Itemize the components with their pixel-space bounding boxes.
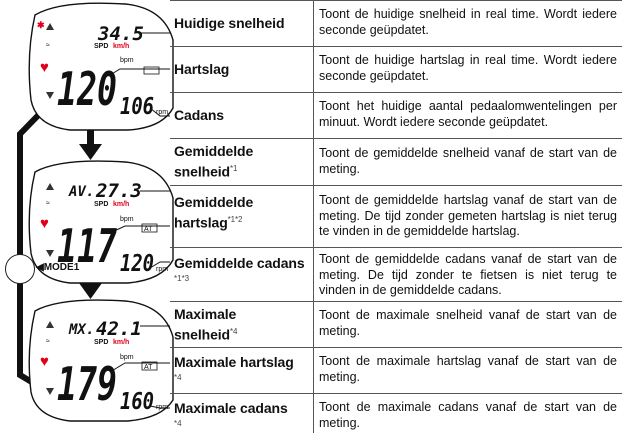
desc-hartslag: Toont de huidige hartslag in real time. … xyxy=(319,53,617,83)
heart-icon: ♥ xyxy=(40,215,49,232)
label-maximale-hartslag: Maximale hartslag xyxy=(174,354,294,370)
heart-icon: ♥ xyxy=(40,353,49,370)
desc-maximale-snelheid: Toont de maximale snelheid vanaf de star… xyxy=(319,308,617,338)
desc-gemiddelde-snelheid: Toont de gemiddelde snelheid vanaf de st… xyxy=(319,146,617,176)
note-maximale-cadans: *4 xyxy=(174,419,182,428)
heart-rate-value-1: 120 xyxy=(57,62,117,116)
cadence-value-1: 106 xyxy=(120,94,154,120)
desc-huidige-snelheid: Toont de huidige snelheid in real time. … xyxy=(319,7,617,37)
heart-rate-value-3: 179 xyxy=(57,357,117,411)
speed-value-3: 42.1 xyxy=(96,318,142,340)
speed-value-2: 27.3 xyxy=(95,180,142,202)
cadence-value-2: 120 xyxy=(120,251,154,277)
desc-gemiddelde-hartslag: Toont de gemiddelde hartslag vanaf de st… xyxy=(319,193,617,238)
mode-button[interactable] xyxy=(5,254,35,284)
label-maximale-cadans: Maximale cadans xyxy=(174,400,288,416)
speed-prefix-2: AV. xyxy=(68,184,94,200)
label-hartslag: Hartslag xyxy=(174,61,230,77)
row-divider xyxy=(170,0,622,1)
speed-value-1: 34.5 xyxy=(97,23,144,45)
row-divider xyxy=(170,46,622,47)
status-tag-2: AT xyxy=(144,226,153,233)
status-tag-3: AT xyxy=(144,364,153,371)
row-divider xyxy=(170,92,622,93)
rpm-label-2: rpm xyxy=(156,266,168,273)
rpm-label-1: rpm xyxy=(156,109,168,116)
bpm-label-1: bpm xyxy=(120,57,134,64)
speed-unit-3: km/h xyxy=(113,339,129,346)
desc-maximale-hartslag: Toont de maximale hartslag vanaf de star… xyxy=(319,354,617,384)
display-average: ≈ ♥ AV. 27.3 SPD km/h bpm 117 AT 120 rpm xyxy=(28,160,174,284)
spd-label-2: SPD xyxy=(94,201,108,208)
cadence-value-3: 160 xyxy=(120,389,154,415)
row-divider xyxy=(170,347,622,348)
bpm-label-3: bpm xyxy=(120,354,134,361)
note-gemiddelde-cadans: *1*3 xyxy=(174,274,190,283)
svg-text:≈: ≈ xyxy=(46,338,50,345)
speed-unit-2: km/h xyxy=(113,201,129,208)
svg-text:≈: ≈ xyxy=(46,200,50,207)
speed-prefix-3: MX. xyxy=(68,322,94,338)
display-maximum: ≈ ♥ MX. 42.1 SPD km/h bpm 179 AT 160 rpm xyxy=(28,299,174,422)
label-gemiddelde-cadans: Gemiddelde cadans xyxy=(174,255,305,271)
row-divider xyxy=(170,301,622,302)
heart-rate-value-2: 117 xyxy=(57,219,117,273)
row-divider xyxy=(170,247,622,248)
heart-icon: ♥ xyxy=(40,59,49,76)
speed-unit-1: km/h xyxy=(113,43,129,50)
svg-text:✱: ✱ xyxy=(37,20,45,30)
row-divider xyxy=(170,393,622,394)
bpm-label-2: bpm xyxy=(120,216,134,223)
row-divider xyxy=(170,185,622,186)
desc-gemiddelde-cadans: Toont de gemiddelde cadans vanaf de star… xyxy=(319,252,617,297)
label-cadans: Cadans xyxy=(174,107,224,123)
mode-button-label: ◀MODE1 xyxy=(36,262,80,273)
desc-maximale-cadans: Toont de maximale cadans vanaf de start … xyxy=(319,400,617,430)
label-huidige-snelheid: Huidige snelheid xyxy=(174,15,285,31)
display-current: ≈ ♥ 34.5 km/h SPD bpm 120 106 rpm ✱ xyxy=(28,2,174,131)
down-arrow-1 xyxy=(79,124,102,160)
column-divider xyxy=(313,0,314,433)
sensor-icon: ≈ xyxy=(46,42,50,49)
leader-lines xyxy=(109,32,170,409)
spd-label-1: SPD xyxy=(94,43,108,50)
spd-label-3: SPD xyxy=(94,339,108,346)
desc-cadans: Toont het huidige aantal pedaalomwenteli… xyxy=(319,99,617,129)
note-maximale-hartslag: *4 xyxy=(174,373,182,382)
row-divider xyxy=(170,138,622,139)
